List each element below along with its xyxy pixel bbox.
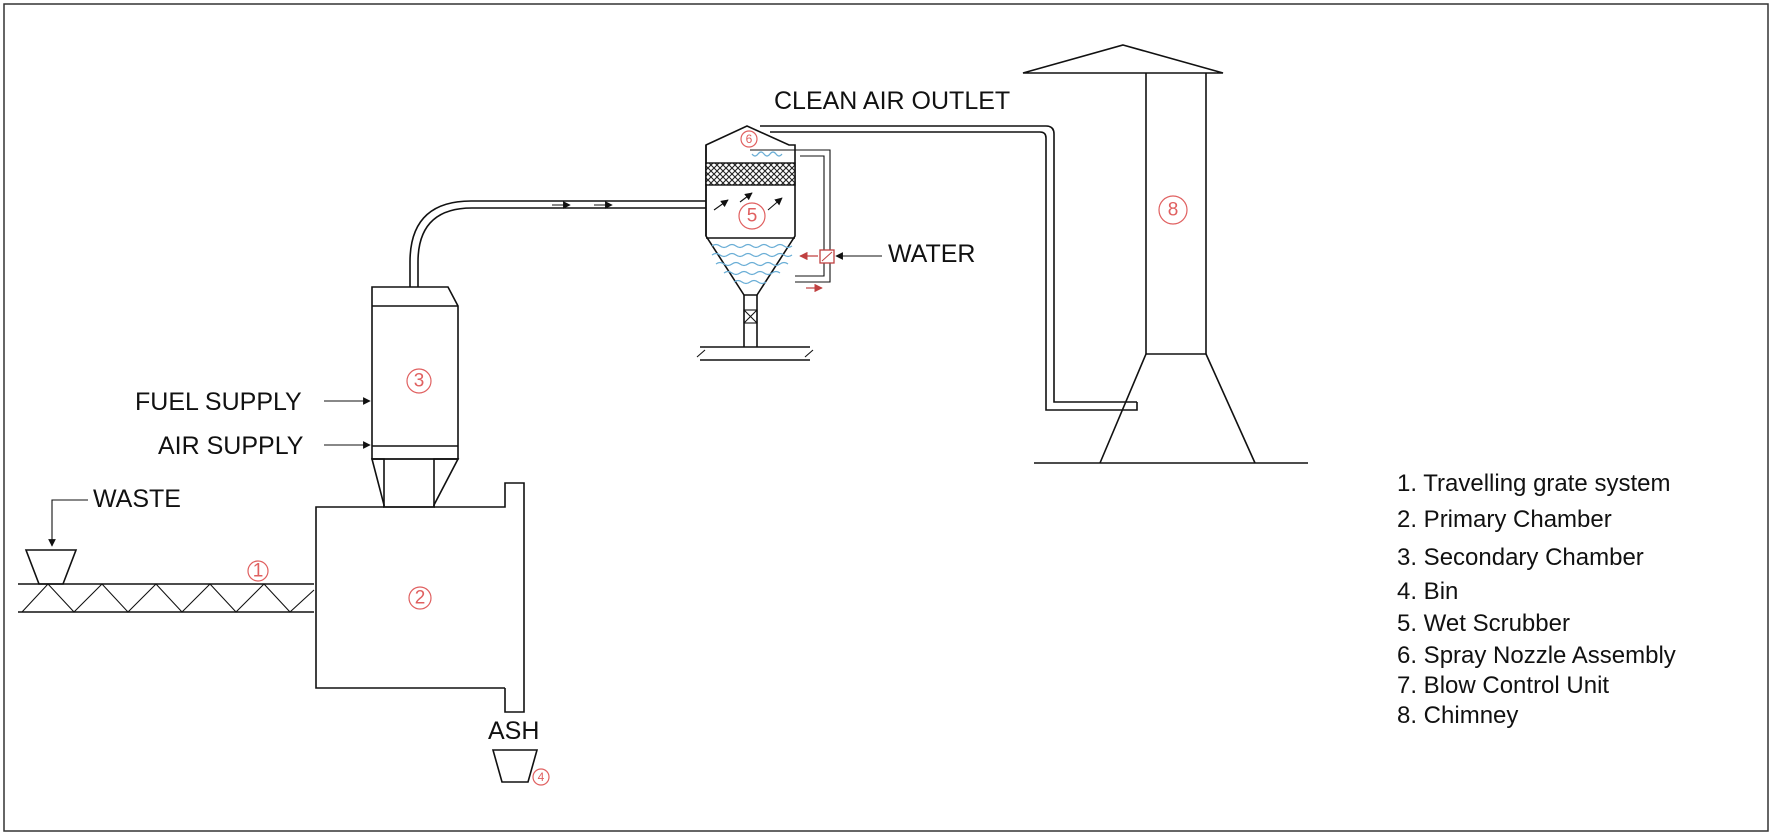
clean-air-duct [760, 125, 1138, 411]
wet-scrubber [696, 125, 814, 361]
diagram-frame [3, 3, 1769, 832]
marker-3: 3 [414, 371, 425, 392]
chimney [1022, 44, 1308, 464]
marker-6: 6 [746, 132, 753, 146]
legend-item-2: 2. Primary Chamber [1397, 506, 1612, 533]
marker-2: 2 [415, 588, 426, 609]
recirculation-line [795, 149, 835, 293]
packed-bed [705, 162, 796, 186]
fuel-supply-label: FUEL SUPPLY [135, 388, 302, 416]
secondary-chamber [370, 286, 460, 508]
clean-air-outlet-label: CLEAN AIR OUTLET [774, 87, 1010, 115]
marker-4: 4 [538, 770, 545, 784]
waste-label: WASTE [93, 485, 181, 513]
marker-1: 1 [253, 561, 264, 582]
legend-item-6: 6. Spray Nozzle Assembly [1397, 642, 1676, 669]
legend-item-1: 1. Travelling grate system [1397, 470, 1670, 497]
legend-item-4: 4. Bin [1397, 578, 1458, 605]
legend-item-3: 3. Secondary Chamber [1397, 544, 1644, 571]
legend-item-5: 5. Wet Scrubber [1397, 610, 1570, 637]
air-supply-label: AIR SUPPLY [158, 432, 304, 460]
marker-5: 5 [747, 206, 758, 227]
waste-hopper [24, 549, 78, 585]
water-label: WATER [888, 240, 976, 268]
primary-chamber [315, 482, 525, 713]
legend-item-7: 7. Blow Control Unit [1397, 672, 1609, 699]
flue-duct [409, 200, 706, 287]
ash-label: ASH [488, 717, 539, 745]
travelling-grate-system [18, 583, 315, 613]
marker-8: 8 [1168, 200, 1179, 221]
ash-bin [491, 749, 539, 783]
legend: 1. Travelling grate system 2. Primary Ch… [1397, 470, 1676, 729]
legend-item-8: 8. Chimney [1397, 702, 1518, 729]
